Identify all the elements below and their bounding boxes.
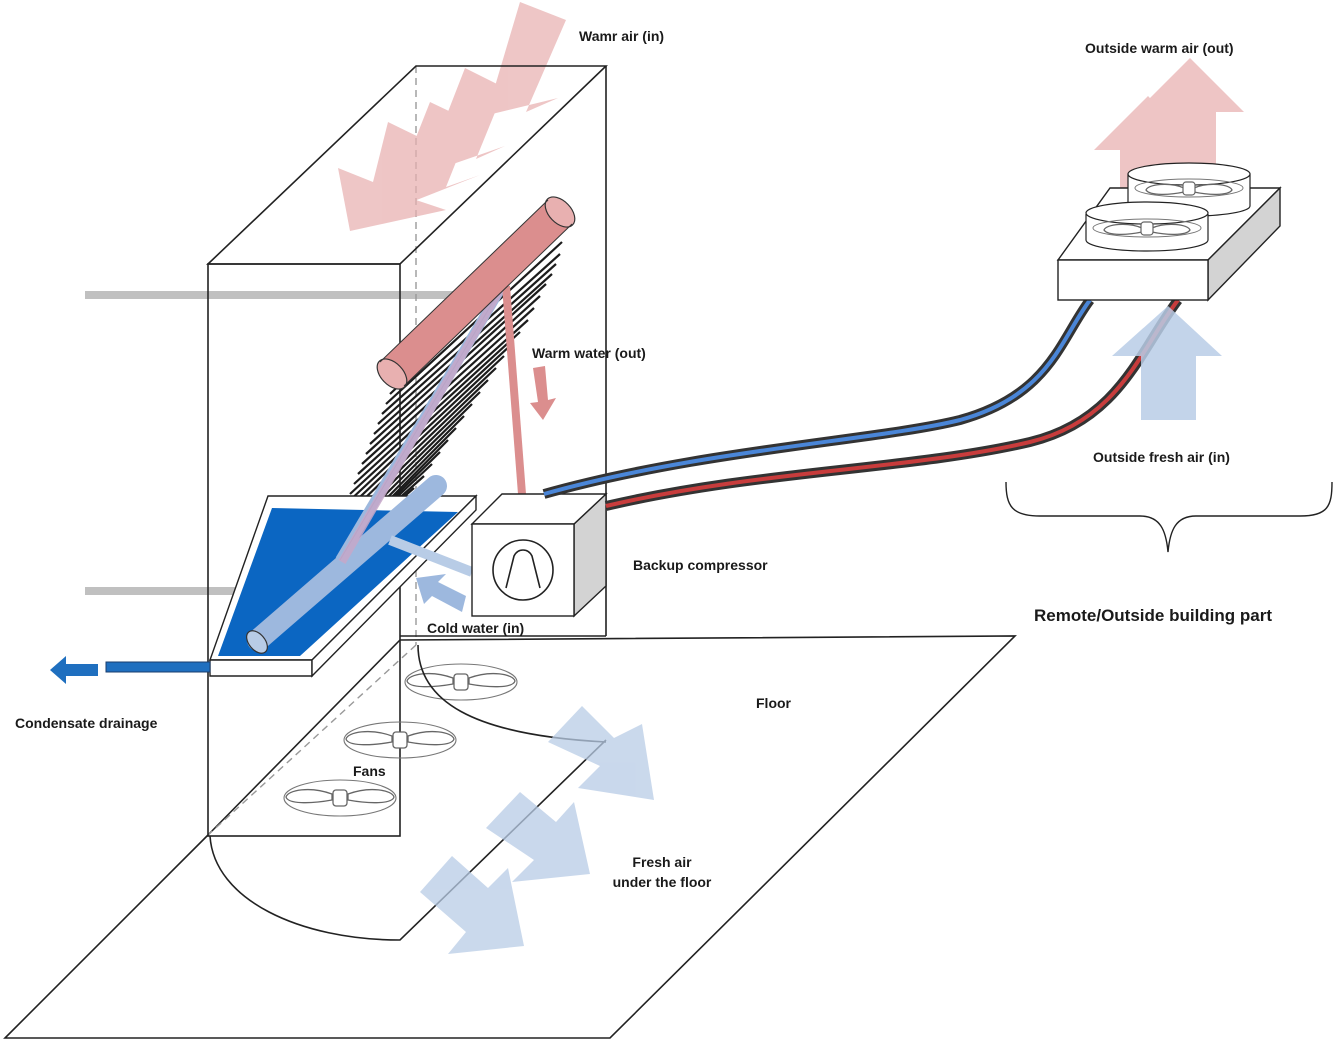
label-condensate-drainage: Condensate drainage [15,715,158,731]
labels: Wamr air (in) Outside warm air (out) War… [15,28,1272,890]
backup-compressor [470,492,608,618]
refrigerant-lines [542,296,1182,511]
outside-fresh-air-arrow [1112,306,1222,420]
label-under-the-floor: under the floor [613,874,712,890]
condensate-drain [50,656,211,684]
fresh-air-under-floor-arrows [420,706,654,954]
condenser-fan-front [1085,201,1209,252]
label-fans: Fans [353,763,386,779]
label-floor: Floor [756,695,792,711]
warm-water-out-arrow [530,366,556,420]
label-fresh-air: Fresh air [632,854,692,870]
cabinet-fans [283,663,518,817]
label-outside-fresh-air-in: Outside fresh air (in) [1093,449,1230,465]
label-warm-air-in: Wamr air (in) [579,28,664,44]
cold-water-in-arrow [416,574,466,612]
label-warm-water-out: Warm water (out) [532,345,646,361]
label-outside-warm-air-out: Outside warm air (out) [1085,40,1234,56]
condenser-unit [1056,162,1282,302]
label-cold-water-in: Cold water (in) [427,620,524,636]
warm-water-pipes [338,196,576,565]
label-remote-outside-building-part: Remote/Outside building part [1034,606,1272,625]
warm-air-in-arrows [338,2,566,231]
label-backup-compressor: Backup compressor [633,557,768,573]
remote-part-brace [1005,481,1333,553]
